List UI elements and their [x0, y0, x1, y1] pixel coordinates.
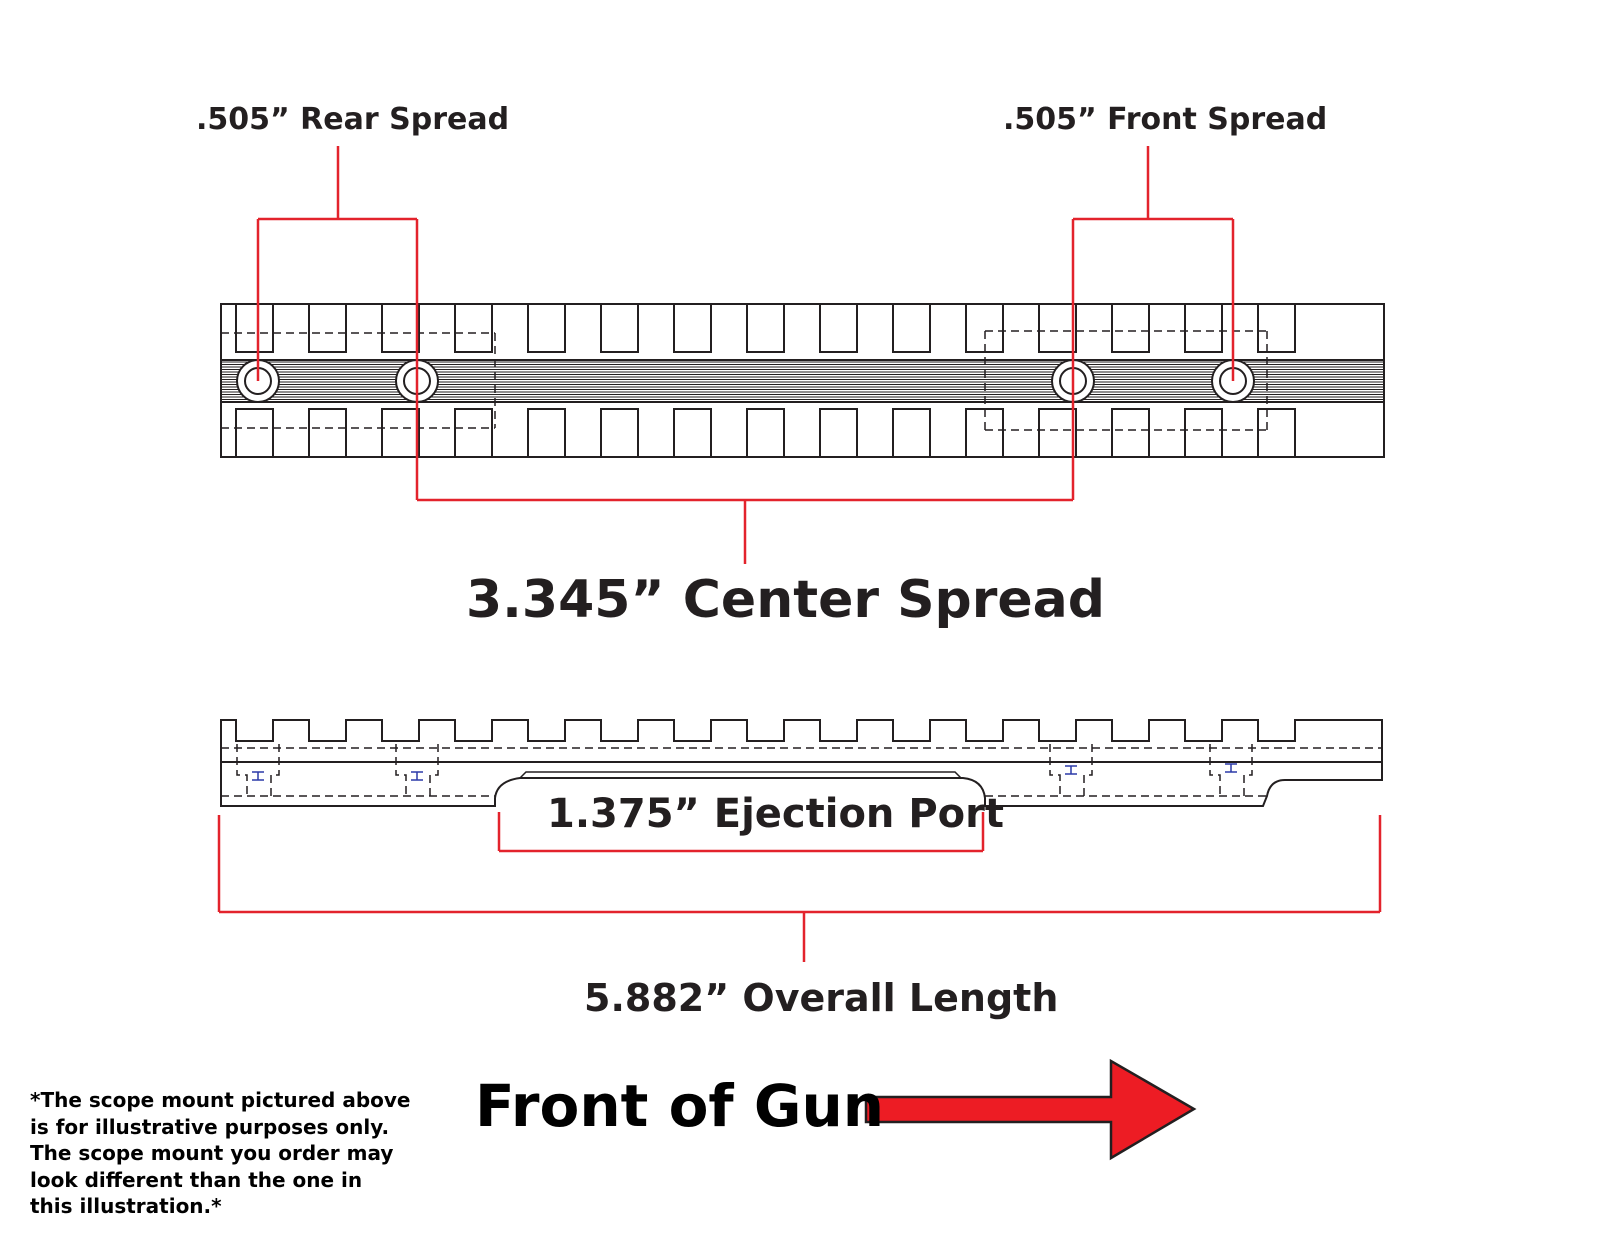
front-spread-bracket: [1071, 146, 1235, 381]
rail-slot: [308, 408, 347, 458]
rail-slot: [454, 408, 493, 458]
overall-length-label: 5.882” Overall Length: [584, 976, 1059, 1020]
rail-slot: [527, 408, 566, 458]
rail-slot: [673, 408, 712, 458]
rail-slot: [381, 303, 420, 353]
rail-slot: [1038, 408, 1077, 458]
front-arrow: [864, 1058, 1197, 1161]
front-of-gun-label: Front of Gun: [475, 1072, 885, 1140]
ejection-port-bracket: [497, 812, 985, 853]
rail-slot: [1257, 303, 1296, 353]
rail-hidden-lines: [221, 330, 1268, 431]
rail-slot: [600, 408, 639, 458]
rail-slot: [673, 303, 712, 353]
rail-slot: [527, 303, 566, 353]
rear-spread-label: .505” Rear Spread: [196, 102, 510, 137]
center-spread-bracket: [415, 381, 1075, 564]
rail-side-view: [220, 719, 1383, 807]
rail-slot: [235, 303, 274, 353]
rail-slot: [892, 303, 931, 353]
rail-slot: [381, 408, 420, 458]
rail-slot: [1184, 303, 1223, 353]
rail-slot: [235, 408, 274, 458]
rail-slot: [819, 303, 858, 353]
rear-spread-bracket: [256, 146, 419, 381]
ejection-port-label: 1.375” Ejection Port: [547, 791, 1004, 837]
rail-slot: [746, 408, 785, 458]
screw-markers: [252, 763, 1237, 781]
disclaimer-line: look different than the one in: [30, 1167, 363, 1192]
front-spread-label: .505” Front Spread: [1003, 102, 1328, 137]
rail-slot: [1184, 408, 1223, 458]
rail-side-hidden-lines: [221, 744, 1382, 797]
rail-slot: [746, 303, 785, 353]
rail-slot: [1257, 408, 1296, 458]
disclaimer-line: *The scope mount pictured above: [30, 1088, 411, 1112]
rail-slot: [308, 303, 347, 353]
disclaimer-note: *The scope mount pictured above is for i…: [30, 1087, 410, 1220]
rail-top-slots: [235, 303, 1296, 458]
rail-slot: [600, 303, 639, 353]
rail-slot: [1111, 303, 1150, 353]
rail-slot: [1038, 303, 1077, 353]
dimension-lines: [217, 146, 1382, 962]
center-spread-label: 3.345” Center Spread: [466, 570, 1105, 630]
rail-slot: [819, 408, 858, 458]
ejection-port-relief: [519, 771, 962, 779]
rail-slot: [892, 408, 931, 458]
disclaimer-line: is for illustrative purposes only.: [30, 1114, 390, 1139]
disclaimer-line: this illustration.*: [30, 1194, 222, 1218]
rail-slot: [454, 303, 493, 353]
rail-slot: [1111, 408, 1150, 458]
overall-length-bracket: [217, 815, 1382, 962]
disclaimer-line: The scope mount you order may: [30, 1141, 394, 1165]
rail-top-view: [220, 303, 1385, 458]
